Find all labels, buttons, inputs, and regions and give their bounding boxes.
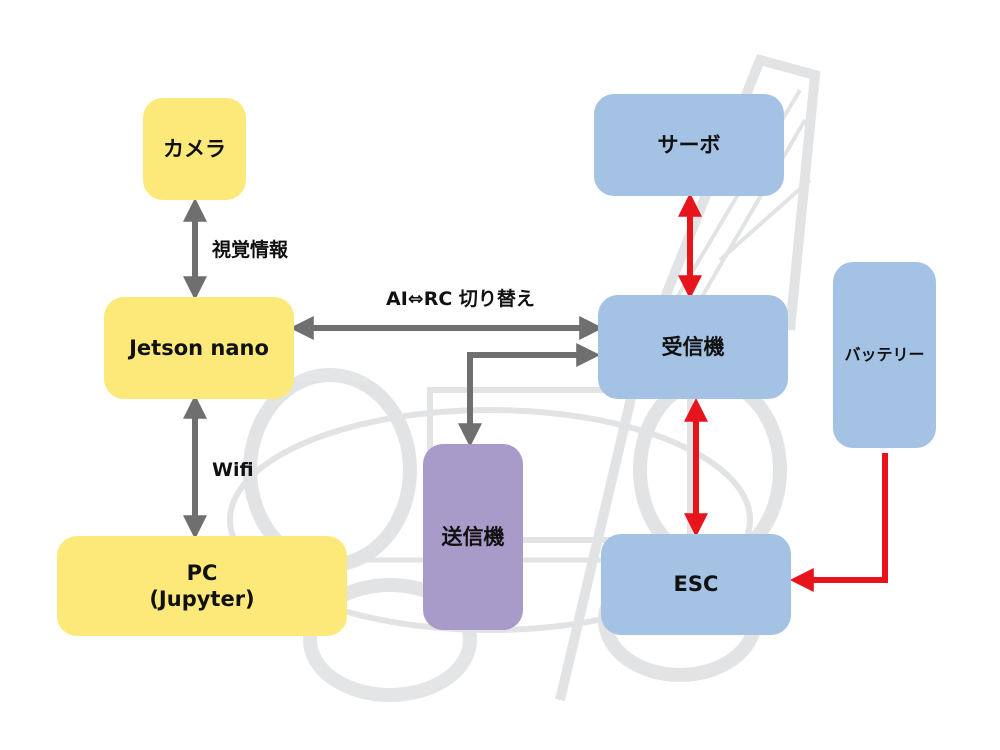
servo-node: サーボ	[594, 94, 784, 196]
battery-esc-connector	[789, 453, 888, 592]
transmitter-node: 送信機	[423, 444, 523, 630]
pc-node: PC (Jupyter)	[57, 536, 347, 636]
jetson-receiver-edge-label: AI⇔RC 切り替え	[386, 288, 535, 310]
jetson-nano-node: Jetson nano	[104, 297, 294, 399]
esc-node: ESC	[601, 534, 791, 635]
camera-label: カメラ	[163, 136, 226, 161]
esc-label: ESC	[673, 572, 719, 597]
receiver-label: 受信機	[661, 334, 725, 359]
jetson-pc-edge-label: Wifi	[212, 459, 254, 481]
camera-jetson-edge-label: 視覚情報	[212, 239, 289, 261]
camera-node: カメラ	[143, 98, 246, 200]
battery-label: バッテリー	[844, 345, 925, 364]
battery-node: バッテリー	[833, 262, 936, 448]
transmitter-receiver-connector	[458, 343, 601, 448]
pc-label: PC (Jupyter)	[149, 560, 255, 611]
jetson-nano-label: Jetson nano	[129, 335, 269, 360]
servo-label: サーボ	[657, 132, 721, 157]
transmitter-label: 送信機	[441, 524, 505, 549]
receiver-node: 受信機	[598, 295, 788, 399]
